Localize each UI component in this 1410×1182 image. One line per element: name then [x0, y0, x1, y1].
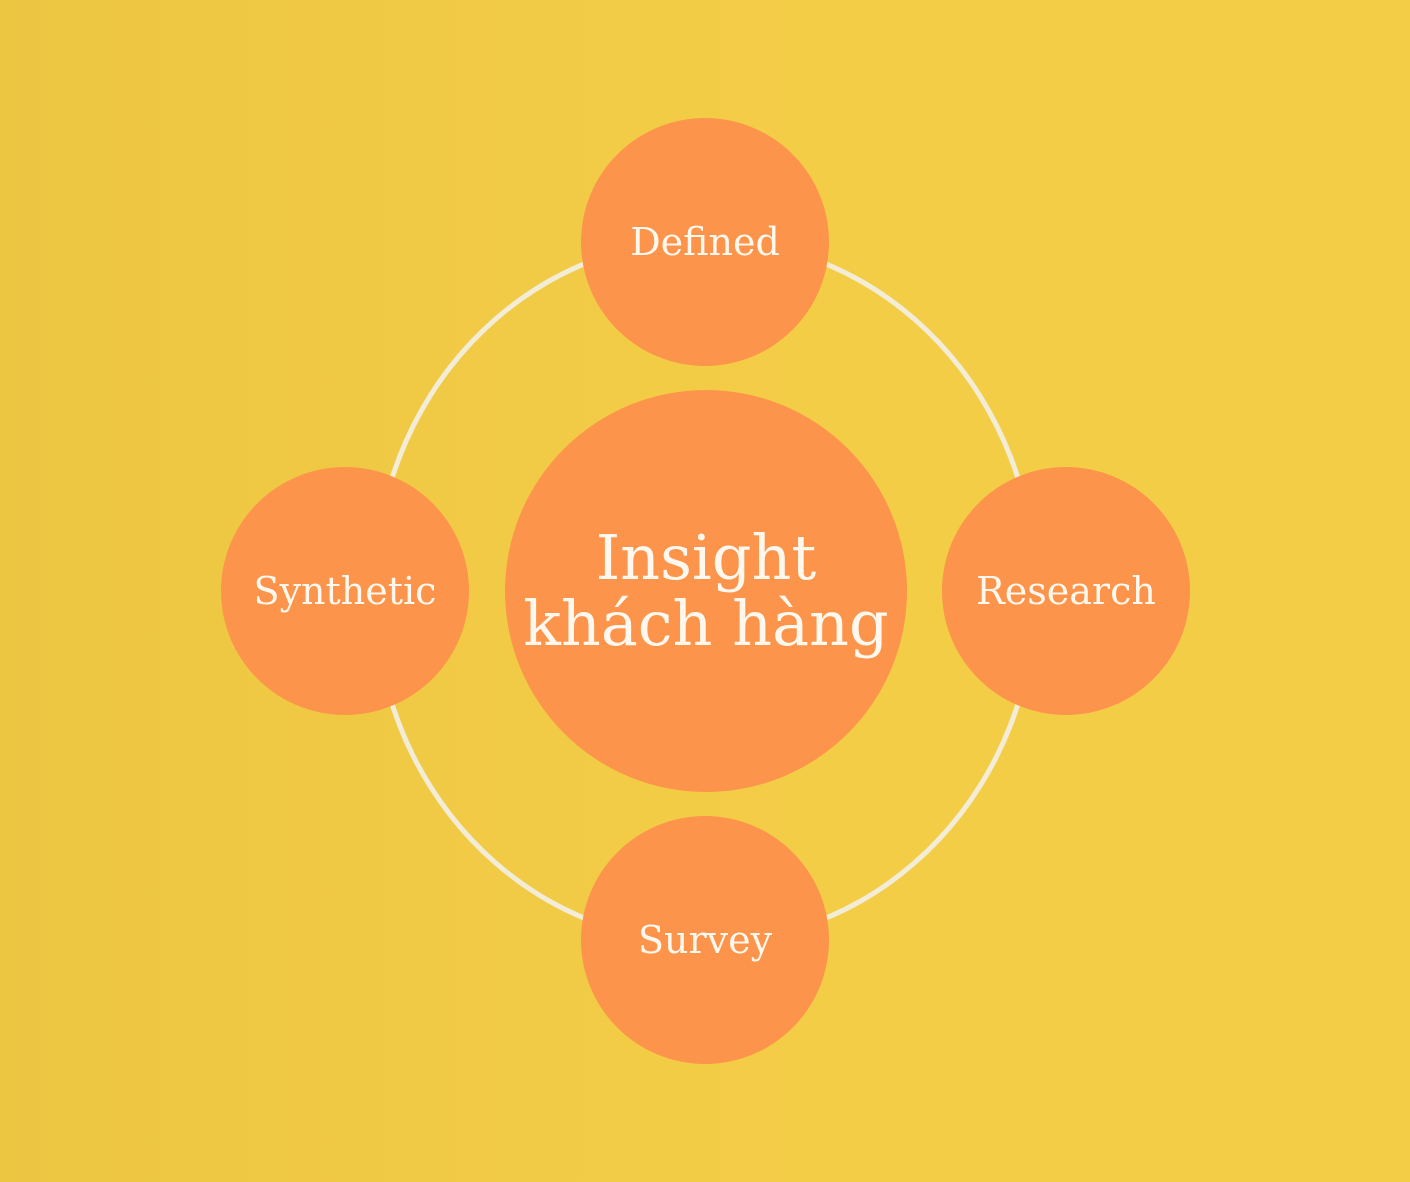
node-survey: Survey — [581, 816, 829, 1064]
node-label: Defined — [630, 220, 780, 264]
center-title-line2: khách hàng — [523, 587, 889, 660]
center-title-line1: Insight — [595, 521, 817, 594]
node-label: Research — [976, 569, 1156, 613]
node-label: Survey — [637, 918, 773, 962]
node-label: Synthetic — [253, 569, 437, 613]
node-research: Research — [942, 467, 1190, 715]
node-synthetic: Synthetic — [221, 467, 469, 715]
node-defined: Defined — [581, 118, 829, 366]
